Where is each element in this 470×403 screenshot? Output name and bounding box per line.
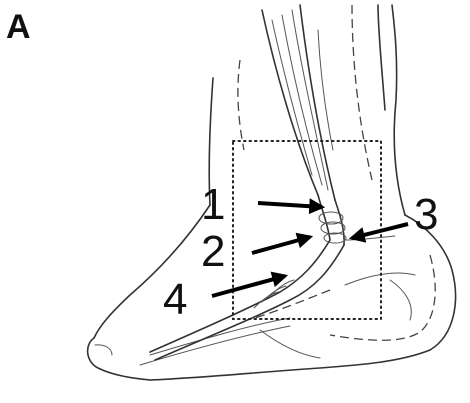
callout-label-3: 3 [414, 190, 438, 239]
callout-label-4: 4 [163, 275, 187, 324]
callout-label-2: 2 [201, 227, 225, 276]
foot-outline [88, 5, 456, 380]
panel-label: A [6, 8, 31, 46]
callout-label-1: 1 [201, 180, 225, 229]
arrow-right-icon [258, 203, 322, 207]
arrow-up-right-icon [252, 237, 310, 253]
